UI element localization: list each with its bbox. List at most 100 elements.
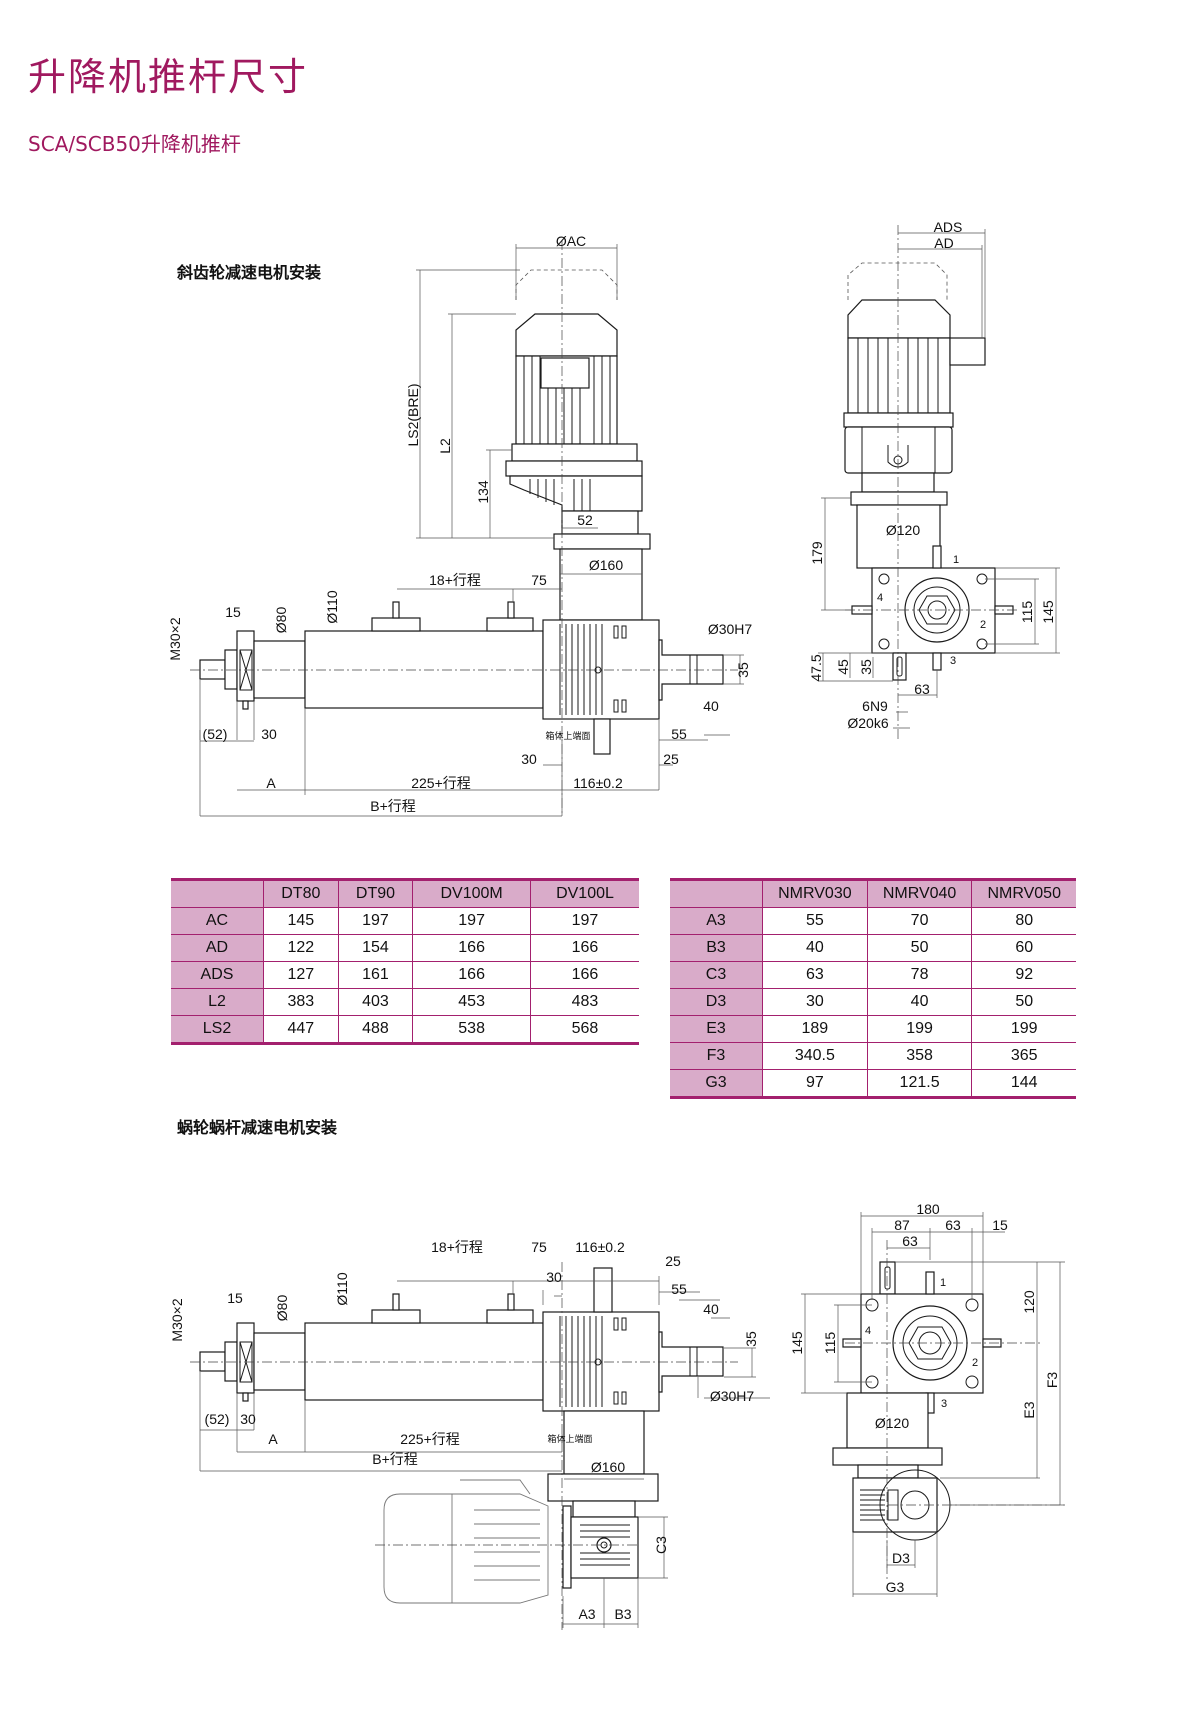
dim-52-ref: (52) [203,726,228,742]
row-label: C3 [670,961,763,989]
table-cell: 70 [867,907,973,935]
table-cell: 483 [530,988,639,1016]
dim-160: Ø160 [591,1459,625,1475]
column-header [171,879,264,908]
table-cell: 166 [530,961,639,989]
port-3: 3 [950,655,956,667]
row-label: AC [171,907,264,935]
port-4: 4 [865,1325,871,1337]
dim-80: Ø80 [274,1295,290,1322]
dim-75: 75 [531,572,547,588]
dim-52: 52 [577,512,593,528]
table-cell: 145 [263,907,339,935]
dim-45: 45 [835,659,851,675]
column-header: DT90 [338,879,414,908]
table-cell: 453 [412,988,531,1016]
dim-g3: G3 [886,1579,905,1595]
table-cell: 40 [762,934,868,962]
dim-63-a: 63 [945,1217,961,1233]
table-cell: 166 [412,934,531,962]
dim-e3: E3 [1021,1401,1037,1418]
dim-key: 6N9 [862,698,888,714]
table-cell: 199 [867,1015,973,1043]
dim-120: Ø120 [886,522,920,538]
dim-75: 75 [531,1239,547,1255]
table-cell: 80 [971,907,1076,935]
table-cell: 78 [867,961,973,989]
dim-134: 134 [475,480,491,504]
dim-180: 180 [916,1201,940,1217]
dim-30-a: 30 [261,726,277,742]
dim-35: 35 [735,662,751,678]
row-label: E3 [670,1015,763,1043]
dim-a: A [266,775,276,791]
dim-145: 145 [1040,600,1056,624]
column-header: NMRV040 [867,879,973,908]
dim-160: Ø160 [589,557,623,573]
helical-side-view [818,225,1060,740]
dim-f3: F3 [1044,1372,1060,1389]
table-cell: 60 [971,934,1076,962]
port-2: 2 [980,619,986,631]
helical-side-dimension-labels: ADS AD Ø120 179 115 145 47.5 45 35 63 6N… [808,219,1056,731]
dim-a3: A3 [578,1606,595,1622]
dim-63: 63 [914,681,930,697]
dim-stroke-18: 18+行程 [429,572,481,588]
dim-stroke-18: 18+行程 [431,1239,483,1255]
dim-87: 87 [894,1217,910,1233]
dim-30-b: 30 [521,751,537,767]
table-cell: 166 [530,934,639,962]
table-cell: 447 [263,1015,339,1044]
table-cell: 166 [412,961,531,989]
row-label: AD [171,934,264,962]
worm-side-dimension-labels: 180 87 63 15 63 120 145 115 E3 F3 Ø120 D… [789,1201,1060,1595]
dim-115: 115 [822,1332,838,1355]
dim-30-a: 30 [240,1411,256,1427]
port-3: 3 [941,1398,947,1410]
dim-b: B+行程 [370,798,416,814]
dim-b: B+行程 [372,1451,418,1467]
worm-front-view [189,1262,770,1630]
table-cell: 189 [762,1015,868,1043]
housing-top-label: 箱体上端面 [547,1433,592,1445]
table-cell: 144 [971,1069,1076,1098]
dim-52-ref: (52) [205,1411,230,1427]
row-label: D3 [670,988,763,1016]
port-1: 1 [940,1277,946,1289]
table-cell: 358 [867,1042,973,1070]
table-cell: 30 [762,988,868,1016]
table-cell: 55 [762,907,868,935]
dim-80: Ø80 [273,607,289,634]
dim-a: A [268,1431,278,1447]
column-header: DV100M [412,879,531,908]
dim-m30: M30×2 [169,1298,185,1341]
column-header: NMRV050 [971,879,1076,908]
dim-15: 15 [992,1217,1008,1233]
column-header: DT80 [263,879,339,908]
dim-179: 179 [809,541,825,565]
dim-35: 35 [743,1331,759,1347]
table-cell: 538 [412,1015,531,1044]
worm-side-view [801,1212,1065,1597]
row-label: L2 [171,988,264,1016]
table-cell: 63 [762,961,868,989]
table-cell: 92 [971,961,1076,989]
dim-15: 15 [227,1290,243,1306]
dim-ad: AD [934,235,953,251]
table-cell: 488 [338,1015,414,1044]
table-cell: 121.5 [867,1069,973,1098]
dim-c3: C3 [653,1536,669,1554]
table-cell: 199 [971,1015,1076,1043]
